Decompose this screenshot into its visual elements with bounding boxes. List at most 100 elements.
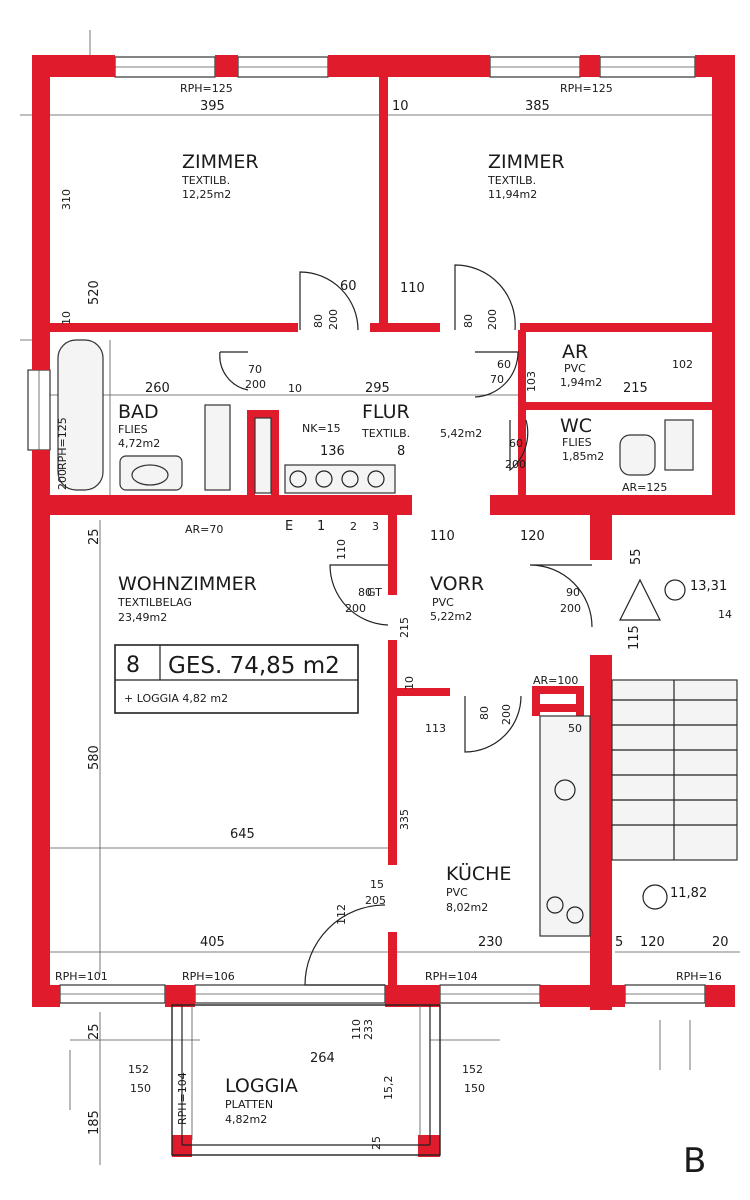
room-name: LOGGIA bbox=[225, 1075, 298, 1097]
dim-top-right-width: 385 bbox=[525, 99, 550, 114]
dim-e1: 1 bbox=[317, 519, 325, 534]
dim-vorr-120: 120 bbox=[520, 529, 545, 544]
dim-loggia-152-r: 152 bbox=[462, 1063, 483, 1076]
bathtub bbox=[57, 339, 104, 491]
dimension-labels: RPH=125 RPH=125 395 10 385 310 520 10 60… bbox=[55, 82, 732, 1181]
room-kueche: KÜCHE PVC 8,02m2 bbox=[446, 862, 511, 914]
dim-stair-20: 20 bbox=[712, 935, 729, 950]
dim-living-height: 580 bbox=[87, 745, 102, 770]
dim-e3: 3 bbox=[372, 520, 379, 533]
dim-flur-width: 295 bbox=[365, 381, 390, 396]
dim-top-mid-wall: 10 bbox=[392, 99, 409, 114]
dim-stair-14: 14 bbox=[718, 608, 732, 621]
room-name: KÜCHE bbox=[446, 862, 511, 885]
dim-k-80: 80 bbox=[478, 706, 491, 720]
dim-stair-5: 5 bbox=[615, 935, 623, 950]
loggia-note: + LOGGIA 4,82 m2 bbox=[124, 692, 228, 705]
dim-nk-136: 136 bbox=[320, 444, 345, 459]
dim-wall-10-vorr: 10 bbox=[403, 676, 416, 690]
room-floor: PVC bbox=[446, 886, 468, 899]
dim-loggia-25-top: 25 bbox=[87, 1023, 102, 1040]
dim-ar-door-60: 60 bbox=[497, 358, 511, 371]
dim-e-label: E bbox=[285, 519, 293, 534]
dim-rph-bottom-1: RPH=101 bbox=[55, 970, 108, 983]
dim-gt-80: 80 bbox=[358, 586, 372, 599]
dim-left-upper: 310 bbox=[60, 189, 73, 210]
room-floor: PVC bbox=[564, 362, 586, 375]
window-top-right-2 bbox=[599, 56, 696, 78]
dim-ar-100: AR=100 bbox=[533, 674, 578, 687]
shaft-bad bbox=[254, 417, 272, 494]
room-name: BAD bbox=[118, 401, 159, 423]
unit-number: 8 bbox=[126, 653, 140, 678]
dim-loggia-110: 110 bbox=[350, 1019, 363, 1040]
kitchen-stove bbox=[546, 896, 564, 914]
dim-left-height: 520 bbox=[87, 280, 102, 305]
dim-gt-200: 200 bbox=[345, 602, 366, 615]
room-vorr: VORR PVC 5,22m2 bbox=[430, 573, 484, 623]
dim-k-200: 200 bbox=[500, 704, 513, 725]
window-bottom-left bbox=[59, 984, 166, 1004]
dim-wall-10-bad: 10 bbox=[288, 382, 302, 395]
total-area: GES. 74,85 m2 bbox=[168, 653, 340, 679]
doors bbox=[219, 264, 593, 986]
room-floor: TEXTILB. bbox=[181, 174, 230, 187]
dim-wc-door-200: 200 bbox=[505, 458, 526, 471]
dim-height-200-left: 200 bbox=[56, 469, 69, 490]
room-name: ZIMMER bbox=[182, 151, 259, 173]
dim-door-60-left: 60 bbox=[340, 279, 357, 294]
room-floor: TEXTILBELAG bbox=[117, 596, 192, 609]
dim-rph-bottom-4: RPH=16 bbox=[676, 970, 722, 983]
fixtures bbox=[57, 339, 738, 937]
door-zimmer-right bbox=[454, 264, 516, 331]
dim-door-80-right: 80 bbox=[462, 314, 475, 328]
room-area: 1,94m2 bbox=[560, 376, 602, 389]
dim-loggia-25-bot: 25 bbox=[370, 1136, 383, 1150]
cabinet-bad bbox=[204, 404, 231, 491]
room-labels: ZIMMER TEXTILB. 12,25m2 ZIMMER TEXTILB. … bbox=[117, 151, 604, 1126]
dim-door-90: 90 bbox=[566, 586, 580, 599]
room-zimmer-left: ZIMMER TEXTILB. 12,25m2 bbox=[181, 151, 259, 201]
dim-stair-55: 55 bbox=[629, 548, 644, 565]
room-area: 4,72m2 bbox=[118, 437, 160, 450]
room-flur: FLUR TEXTILB. 5,42m2 bbox=[361, 401, 482, 440]
room-name: FLUR bbox=[362, 401, 410, 423]
dim-vorr-110-vert: 110 bbox=[335, 539, 348, 560]
dim-loggia-rph: RPH=104 bbox=[176, 1072, 189, 1125]
door-zimmer-left bbox=[299, 271, 359, 331]
window-top-right-1 bbox=[489, 56, 581, 78]
dim-rph-bottom-3: RPH=104 bbox=[425, 970, 478, 983]
room-loggia: LOGGIA PLATTEN 4,82m2 bbox=[225, 1075, 298, 1126]
dim-door-200-right: 200 bbox=[486, 309, 499, 330]
dim-wc-door-60: 60 bbox=[509, 437, 523, 450]
dim-living-405: 405 bbox=[200, 935, 225, 950]
dim-vorr-110: 110 bbox=[430, 529, 455, 544]
dim-bad-door-70: 70 bbox=[248, 363, 262, 376]
stairwell bbox=[611, 578, 738, 910]
loggia-outline bbox=[171, 1004, 441, 1156]
dim-k-50: 50 bbox=[568, 722, 582, 735]
dim-k-112: 112 bbox=[335, 904, 348, 925]
dim-nk: NK=15 bbox=[302, 422, 341, 435]
door-wc bbox=[509, 419, 529, 472]
room-area: 5,22m2 bbox=[430, 610, 472, 623]
dim-loggia-233: 233 bbox=[362, 1019, 375, 1040]
room-area: 4,82m2 bbox=[225, 1113, 267, 1126]
toilet-bad bbox=[131, 464, 169, 486]
dim-loggia-150-r: 150 bbox=[464, 1082, 485, 1095]
room-name: WOHNZIMMER bbox=[118, 573, 257, 595]
dim-stair-13: 13,31 bbox=[690, 579, 727, 594]
dim-loggia-264: 264 bbox=[310, 1051, 335, 1066]
dim-nk-8: 8 bbox=[397, 444, 405, 459]
dim-loggia-152-mid: 15,2 bbox=[382, 1076, 395, 1101]
dim-stair-120: 120 bbox=[640, 935, 665, 950]
door-ar bbox=[474, 351, 519, 398]
dim-door-80-left: 80 bbox=[312, 314, 325, 328]
door-vorr-lower bbox=[464, 695, 522, 753]
dim-rph-side-left: RPH=125 bbox=[56, 417, 69, 470]
dim-top-left-width: 395 bbox=[200, 99, 225, 114]
room-area: 1,85m2 bbox=[562, 450, 604, 463]
room-name: AR bbox=[562, 341, 588, 363]
room-area: 11,94m2 bbox=[488, 188, 537, 201]
room-area: 8,02m2 bbox=[446, 901, 488, 914]
